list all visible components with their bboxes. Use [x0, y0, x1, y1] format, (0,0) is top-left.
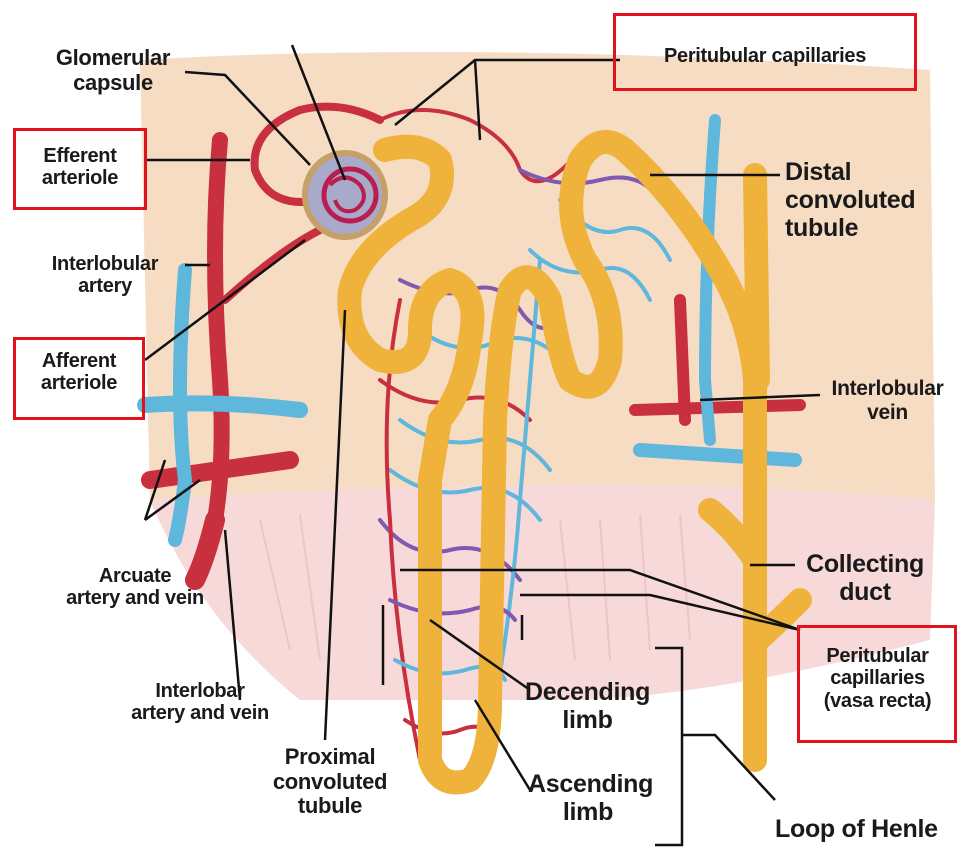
loop-of-henle-text: Loop of Henle [775, 815, 955, 843]
interlobar-line1: Interlobar [105, 680, 295, 702]
glomerulus [305, 153, 385, 237]
glomerular-capsule-line2: capsule [28, 71, 198, 96]
interlobular-vein-label: Interlobular vein [815, 377, 960, 424]
interlobar-line2: artery and vein [105, 702, 295, 724]
decending-line2: limb [525, 706, 650, 734]
glomerular-capsule-label: Glomerular capsule [28, 46, 198, 95]
interlobular-artery-label: Interlobular artery [25, 253, 185, 298]
efferent-arteriole-label: Efferent arteriole [18, 145, 142, 190]
efferent-arteriole-line1: Efferent [18, 145, 142, 167]
collecting-duct-line1: Collecting [790, 550, 940, 578]
proximal-convoluted-tubule-label: Proximal convoluted tubule [255, 745, 405, 819]
efferent-arteriole-line2: arteriole [18, 167, 142, 189]
glomerular-capsule-line1: Glomerular [28, 46, 198, 71]
interlobular-vein-line2: vein [815, 401, 960, 425]
afferent-arteriole-line1: Afferent [18, 350, 140, 372]
interlobular-artery-line1: Interlobular [25, 253, 185, 275]
afferent-arteriole-label: Afferent arteriole [18, 350, 140, 395]
proximal-line1: Proximal [255, 745, 405, 770]
distal-line3: tubule [785, 214, 945, 242]
peritubular-capillaries-top-label: Peritubular capillaries [618, 45, 912, 67]
ascending-line1: Ascending [528, 770, 648, 798]
interlobar-artery-vein-label: Interlobar artery and vein [105, 680, 295, 725]
arcuate-vein-left [145, 403, 300, 410]
proximal-line3: tubule [255, 794, 405, 819]
decending-limb-label: Decending limb [525, 678, 650, 734]
collecting-duct-label: Collecting duct [790, 550, 940, 606]
loop-of-henle-label: Loop of Henle [775, 815, 955, 843]
interlobular-artery-right [680, 300, 685, 420]
arcuate-vein-right [640, 450, 795, 460]
distal-convoluted-tubule-label: Distal convoluted tubule [785, 158, 945, 242]
peritubular-bottom-line2: capillaries [800, 667, 955, 689]
arcuate-artery-vein-label: Arcuate artery and vein [40, 565, 230, 610]
proximal-line2: convoluted [255, 770, 405, 795]
peritubular-top-text: Peritubular capillaries [618, 45, 912, 67]
distal-line2: convoluted [785, 186, 945, 214]
decending-line1: Decending [525, 678, 650, 706]
peritubular-bottom-line1: Peritubular [800, 645, 955, 667]
collecting-duct-path [755, 175, 758, 380]
afferent-arteriole-line2: arteriole [18, 372, 140, 394]
peritubular-bottom-line3: (vasa recta) [800, 690, 955, 712]
arcuate-line2: artery and vein [40, 587, 230, 609]
peritubular-capillaries-vasa-recta-label: Peritubular capillaries (vasa recta) [800, 645, 955, 712]
distal-line1: Distal [785, 158, 945, 186]
collecting-duct-line2: duct [790, 578, 940, 606]
interlobular-artery-line2: artery [25, 275, 185, 297]
arcuate-artery-right [635, 405, 800, 410]
interlobular-vein-line1: Interlobular [815, 377, 960, 401]
arcuate-line1: Arcuate [40, 565, 230, 587]
ascending-line2: limb [528, 798, 648, 826]
ascending-limb-label: Ascending limb [528, 770, 648, 826]
